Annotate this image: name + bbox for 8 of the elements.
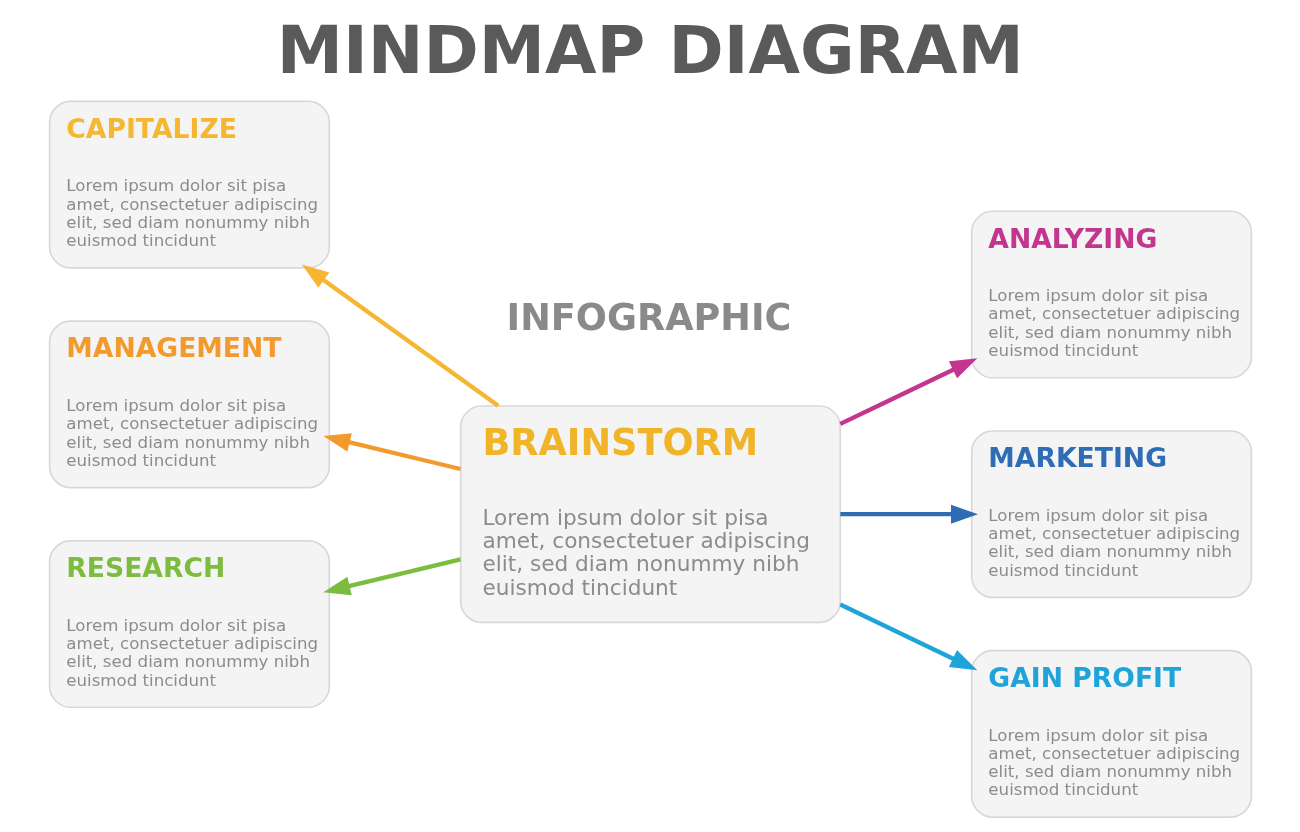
arrow xyxy=(839,504,978,524)
arrow xyxy=(322,557,461,596)
arrow xyxy=(322,433,461,472)
arrow xyxy=(838,602,977,671)
label: INFOGRAPHIC xyxy=(506,296,791,340)
arrow xyxy=(838,358,977,426)
arrow xyxy=(301,264,499,408)
diagram-title: MINDMAP DIAGRAM xyxy=(276,11,1024,90)
